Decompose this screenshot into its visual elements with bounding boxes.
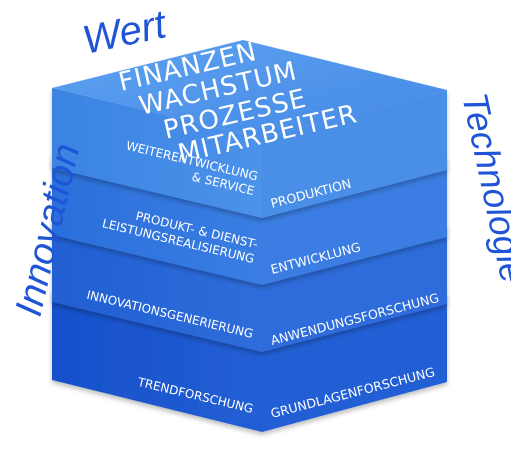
wert-label-group: Wert <box>79 2 172 63</box>
layer-1-right-face <box>262 90 447 218</box>
layer-4-right-face <box>262 292 447 432</box>
layer-2-left-face <box>52 155 262 285</box>
layer-3 <box>52 222 447 352</box>
technologie-label: Technologie <box>454 89 511 286</box>
layer-4-left-face <box>52 290 262 432</box>
technologie-label-group: Technologie <box>454 89 511 286</box>
layer-1 <box>52 40 447 218</box>
wert-label: Wert <box>79 2 172 63</box>
layer-1-left-face <box>52 88 262 218</box>
layer-2-right-face <box>262 157 447 285</box>
layer-3-right-face <box>262 224 447 352</box>
top-face <box>52 40 447 138</box>
layer-4 <box>52 290 447 432</box>
layer-3-left-face <box>52 222 262 352</box>
layer-2 <box>52 155 447 285</box>
